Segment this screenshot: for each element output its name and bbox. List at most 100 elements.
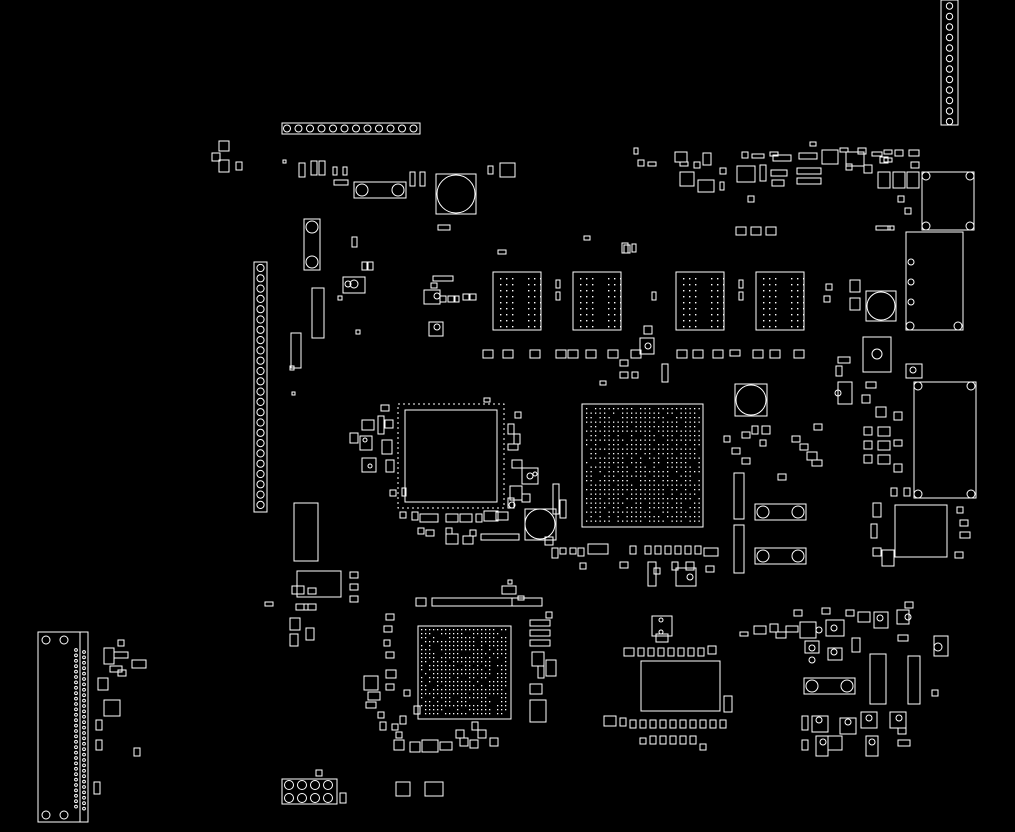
passive-part: [552, 548, 558, 558]
connector-pin: [75, 794, 78, 797]
ball-pad: [618, 408, 619, 409]
ball-pad: [640, 408, 641, 409]
ball-pad: [613, 453, 614, 454]
passive-part: [378, 416, 384, 434]
ball-pad: [457, 677, 458, 678]
ball-pad: [453, 637, 454, 638]
header-pin: [257, 470, 264, 477]
passive-part: [911, 162, 919, 168]
passive-part: [693, 350, 703, 358]
passive-part: [685, 546, 691, 554]
small-package-tall-5: [312, 288, 324, 338]
ball-pad: [636, 462, 637, 463]
header-pin: [364, 125, 371, 132]
ball-pad: [685, 476, 686, 477]
passive-part: [698, 180, 714, 192]
passive-part: [748, 196, 754, 202]
passive-part: [675, 152, 687, 162]
connector-pin: [75, 719, 78, 722]
connector-pin: [75, 740, 78, 743]
ball-pad: [620, 302, 621, 303]
ball-pad: [449, 669, 450, 670]
ball-pad: [485, 673, 486, 674]
passive-part: [680, 736, 686, 744]
passive-part: [846, 610, 854, 616]
ball-pad: [676, 480, 677, 481]
header-pin: [946, 87, 952, 93]
ball-pad: [437, 701, 438, 702]
passive-part: [304, 604, 316, 610]
ball-pad: [683, 314, 684, 315]
ball-pad: [506, 326, 507, 327]
ball-pad: [528, 314, 529, 315]
via-pad: [869, 739, 875, 745]
ball-pad: [445, 653, 446, 654]
passive-part: [431, 283, 437, 288]
ball-pad: [622, 485, 623, 486]
ball-pad: [609, 422, 610, 423]
passive-part: [810, 142, 816, 146]
usb-connector: [922, 172, 974, 230]
ball-pad: [512, 278, 513, 279]
ball-pad: [453, 657, 454, 658]
ball-pad: [654, 503, 655, 504]
ball-pad: [613, 503, 614, 504]
passive-part: [392, 724, 398, 730]
ball-pad: [685, 512, 686, 513]
ball-pad: [449, 701, 450, 702]
ball-pad: [658, 444, 659, 445]
ball-pad: [506, 284, 507, 285]
electrolytic-capacitor: [436, 174, 476, 214]
ball-pad: [699, 516, 700, 517]
ball-pad: [658, 494, 659, 495]
ball-pad: [497, 649, 498, 650]
ball-pad: [449, 673, 450, 674]
ball-pad: [592, 314, 593, 315]
ball-pad: [683, 290, 684, 291]
ball-pad: [512, 308, 513, 309]
header-top-horizontal: [282, 123, 420, 134]
ball-pad: [421, 657, 422, 658]
ball-pad: [501, 641, 502, 642]
ball-pad: [591, 413, 592, 414]
passive-part: [846, 164, 852, 170]
passive-part: [878, 172, 890, 188]
ball-pad: [477, 669, 478, 670]
ball-pad: [654, 494, 655, 495]
ball-pad: [505, 665, 506, 666]
passive-part: [366, 702, 376, 708]
ball-pad: [591, 449, 592, 450]
ball-pad: [627, 431, 628, 432]
passive-part: [98, 678, 108, 690]
via-pad: [527, 473, 533, 479]
header-pin: [946, 34, 952, 40]
ball-pad: [791, 302, 792, 303]
ball-pad: [481, 661, 482, 662]
passive-part: [396, 782, 410, 796]
ball-pad: [654, 480, 655, 481]
ball-pad: [614, 320, 615, 321]
ball-pad: [620, 290, 621, 291]
ball-pad: [672, 435, 673, 436]
ball-pad: [711, 296, 712, 297]
ball-pad: [631, 413, 632, 414]
passive-part: [508, 580, 512, 584]
passive-part: [470, 294, 476, 300]
ball-pad: [453, 693, 454, 694]
ball-pad: [586, 512, 587, 513]
ball-pad: [449, 685, 450, 686]
ball-pad: [505, 693, 506, 694]
ball-pad: [477, 665, 478, 666]
ball-pad: [681, 453, 682, 454]
passive-part: [400, 716, 406, 724]
ball-pad: [676, 471, 677, 472]
passive-part: [864, 455, 872, 463]
ball-pad: [689, 326, 690, 327]
connector-pin: [75, 724, 78, 727]
ball-pad: [473, 689, 474, 690]
ball-pad: [600, 512, 601, 513]
ball-pad: [645, 494, 646, 495]
via-pad: [434, 324, 440, 330]
ball-pad: [437, 705, 438, 706]
ball-pad: [618, 494, 619, 495]
